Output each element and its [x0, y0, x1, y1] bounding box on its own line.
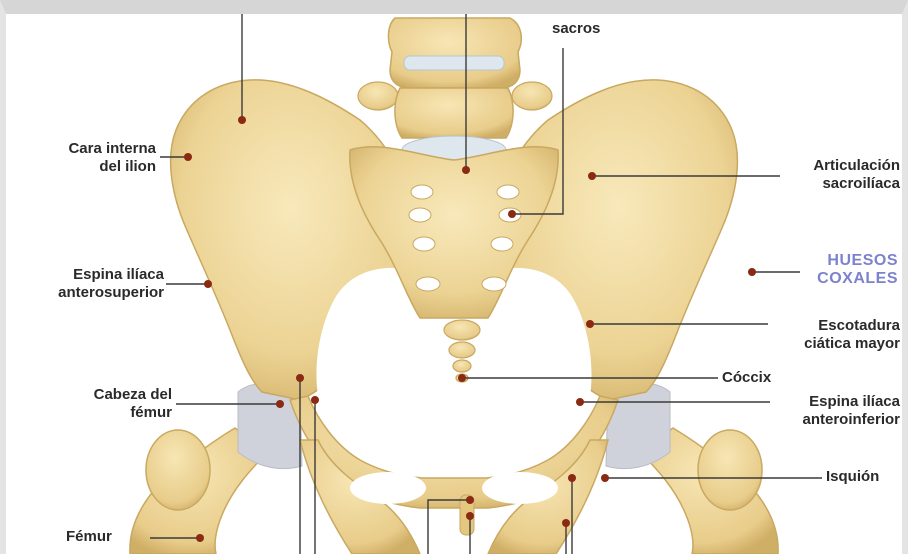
- right-femur-trochanter: [698, 430, 762, 510]
- right-obturator: [482, 472, 558, 504]
- label-sacros: sacros: [552, 20, 600, 38]
- label-isquion: Isquión: [826, 468, 879, 486]
- right-transverse-process: [512, 82, 552, 110]
- label-femur: Fémur: [66, 528, 112, 546]
- label-espina-iliaca-anterosuperior: Espina ilíaca anterosuperior: [58, 266, 164, 302]
- lumbar-vertebra: [388, 18, 521, 88]
- intervertebral-disc: [404, 56, 504, 70]
- left-femur-trochanter: [146, 430, 210, 510]
- label-articulacion-sacroiliaca: Articulación sacroilíaca: [813, 157, 900, 193]
- left-transverse-process: [358, 82, 398, 110]
- l5-vertebra: [395, 88, 513, 138]
- label-escotadura-ciatica-mayor: Escotadura ciática mayor: [804, 317, 900, 353]
- label-coccix: Cóccix: [722, 369, 771, 387]
- label-cabeza-femur: Cabeza del fémur: [94, 386, 172, 422]
- label-cara-interna-ilion: Cara interna del ilion: [68, 140, 156, 176]
- label-espina-iliaca-anteroinferior: Espina ilíaca anteroinferior: [802, 393, 900, 429]
- label-huesos-coxales: HUESOS COXALES: [817, 252, 898, 288]
- left-obturator: [350, 472, 426, 504]
